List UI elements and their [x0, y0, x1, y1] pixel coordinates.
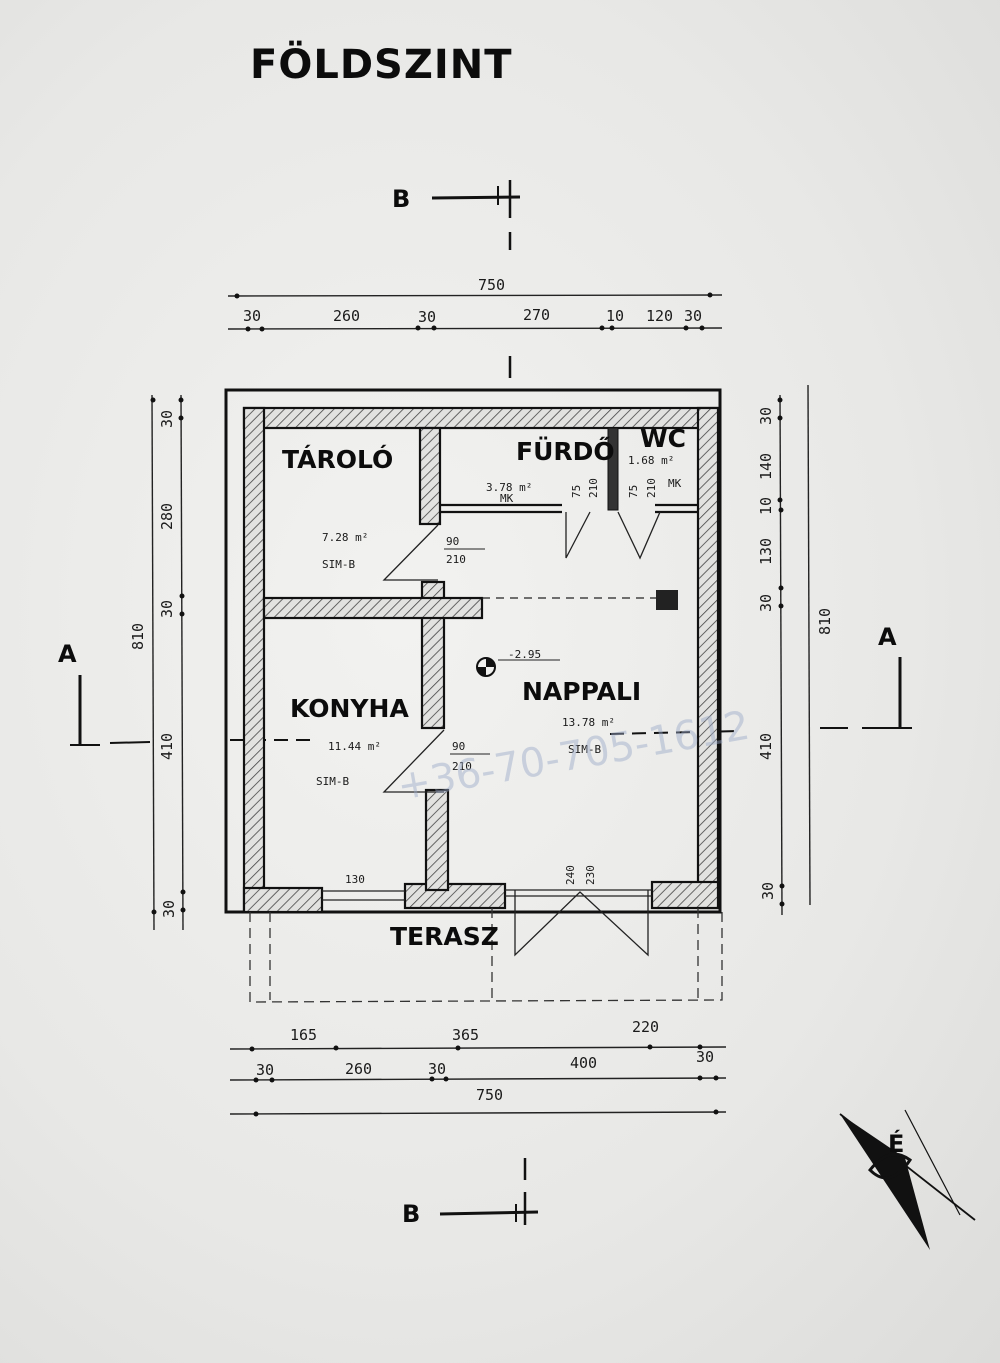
door-dim: 210 — [587, 478, 600, 498]
dim-top-part: 260 — [333, 307, 360, 325]
door-dim: 210 — [452, 760, 472, 773]
level-label: -2.95 — [508, 648, 541, 661]
window-dim: 240 — [564, 865, 577, 885]
section-label-a-right: A — [878, 623, 897, 651]
dim-left-part: 30 — [160, 900, 178, 918]
doors — [322, 511, 661, 957]
dim-bottom-upper: 220 — [632, 1018, 659, 1036]
dim-bottom-lower: 30 — [696, 1048, 714, 1066]
terrace-outline — [249, 908, 723, 1003]
floor-konyha: SIM-B — [316, 775, 349, 788]
dim-top-part: 10 — [606, 307, 624, 325]
dim-top-part: 120 — [646, 307, 673, 325]
dim-right-total: 810 — [816, 608, 834, 635]
dim-left-part: 30 — [158, 600, 176, 618]
dim-right-part: 130 — [757, 538, 775, 565]
dim-bottom-lower: 260 — [345, 1060, 372, 1078]
room-label-wc: WC — [640, 424, 686, 453]
dim-right-part: 10 — [757, 497, 775, 515]
dimension-top: 750 30 260 30 270 10 120 30 — [227, 276, 723, 332]
section-label-a-left: A — [58, 640, 77, 668]
dim-bottom-upper: 365 — [452, 1026, 479, 1044]
window-dim: 130 — [345, 873, 365, 886]
area-nappali: 13.78 m² — [562, 716, 615, 729]
section-marker-b-bottom: B — [402, 1158, 539, 1228]
plan-title: FÖLDSZINT — [250, 40, 512, 88]
dimension-bottom: 165 365 220 30 260 30 400 30 750 — [229, 1018, 727, 1117]
area-konyha: 11.44 m² — [328, 740, 381, 753]
door-dim: 90 — [446, 535, 459, 548]
area-wc: 1.68 m² — [628, 454, 674, 467]
window-dim: 230 — [584, 865, 597, 885]
dim-top-part: 30 — [684, 307, 702, 325]
area-furdo: 3.78 m² — [486, 481, 532, 494]
room-label-furdo: FÜRDŐ — [516, 436, 615, 466]
floor-furdo: MK — [500, 492, 514, 505]
section-marker-a-right: A — [609, 623, 912, 735]
north-label: É — [888, 1129, 904, 1158]
room-label-nappali: NAPPALI — [522, 677, 641, 706]
dim-top-part: 30 — [418, 308, 436, 326]
dim-left-part: 30 — [158, 410, 176, 428]
dimension-left: 810 30 280 30 410 30 — [129, 394, 186, 931]
building-walls — [224, 388, 722, 914]
dim-bottom-total: 750 — [476, 1086, 503, 1104]
section-marker-b-top: B — [392, 180, 521, 378]
dim-left-part: 410 — [158, 733, 176, 760]
dim-bottom-upper: 165 — [290, 1026, 317, 1044]
section-marker-a-left: A — [58, 640, 310, 746]
door-dim: 210 — [645, 478, 658, 498]
door-dim: 90 — [452, 740, 465, 753]
level-marker: -2.95 — [476, 648, 560, 677]
dim-left-total: 810 — [129, 623, 147, 650]
room-label-terasz: TERASZ — [390, 922, 499, 951]
door-dim: 75 — [627, 485, 640, 498]
floor-nappali: SIM-B — [568, 743, 601, 756]
dim-right-part: 140 — [757, 453, 775, 480]
dim-top-part: 270 — [523, 306, 550, 324]
dim-right-part: 30 — [757, 594, 775, 612]
room-label-konyha: KONYHA — [290, 694, 409, 723]
door-dim: 210 — [446, 553, 466, 566]
room-label-taroló: TÁROLÓ — [282, 444, 393, 474]
section-label-b-top: B — [392, 185, 410, 213]
dim-right-part: 410 — [757, 733, 775, 760]
dimension-right: 30 140 10 130 30 410 30 810 — [757, 384, 834, 916]
dim-right-part: 30 — [759, 882, 777, 900]
dim-left-part: 280 — [158, 503, 176, 530]
floor-wc: MK — [668, 477, 682, 490]
dim-bottom-lower: 30 — [256, 1061, 274, 1079]
area-taroló: 7.28 m² — [322, 531, 368, 544]
door-dim: 75 — [570, 485, 583, 498]
north-arrow-icon: É — [839, 1109, 976, 1250]
dim-top-part: 30 — [243, 307, 261, 325]
section-label-b-bottom: B — [402, 1200, 420, 1228]
dim-right-part: 30 — [757, 407, 775, 425]
dim-bottom-lower: 30 — [428, 1060, 446, 1078]
floor-taroló: SIM-B — [322, 558, 355, 571]
dim-top-total: 750 — [478, 276, 505, 294]
dim-bottom-lower: 400 — [570, 1054, 597, 1072]
